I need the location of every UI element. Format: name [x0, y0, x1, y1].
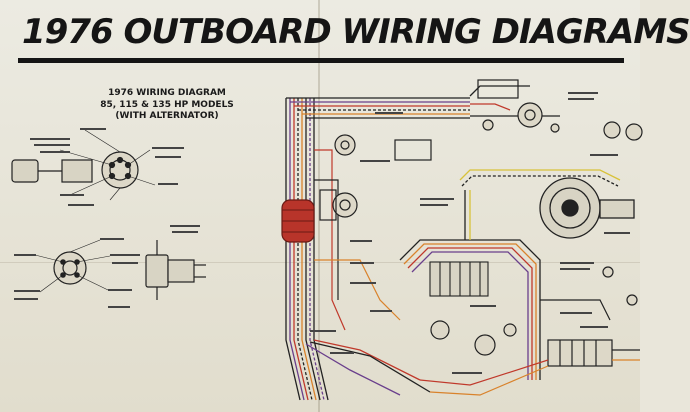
- connector-callouts: [14, 225, 200, 308]
- schematic-callouts: [310, 92, 630, 374]
- right-harness-loop: [399, 169, 621, 380]
- poster-title: 1976 OUTBOARD WIRING DIAGRAMS: [22, 12, 690, 52]
- starter-motor: [539, 177, 635, 239]
- poster-crease: [0, 262, 640, 263]
- ignition-callouts: [30, 128, 184, 206]
- poster-fold-line: [318, 0, 320, 412]
- ignition-switch-plug: [11, 129, 156, 201]
- electric-choke-connector: [34, 239, 206, 300]
- harness-connector-plug: [281, 199, 315, 243]
- top-right-components: [477, 79, 643, 141]
- terminal-block: [429, 261, 489, 297]
- title-underline: [18, 58, 624, 63]
- main-wire-harness: [285, 85, 560, 401]
- wiring-schematic: [11, 79, 643, 401]
- rectifier: [319, 134, 432, 221]
- diagram-heading-variant: (WITH ALTERNATOR): [115, 111, 219, 121]
- lower-right-wires: [419, 299, 640, 396]
- diagram-heading-models: 85, 115 & 135 HP MODELS: [100, 99, 234, 110]
- diagram-heading-year: 1976 WIRING DIAGRAM: [108, 88, 226, 98]
- diagram-heading: 1976 WIRING DIAGRAM 85, 115 & 135 HP MOD…: [92, 88, 242, 123]
- bottom-components: [430, 266, 638, 367]
